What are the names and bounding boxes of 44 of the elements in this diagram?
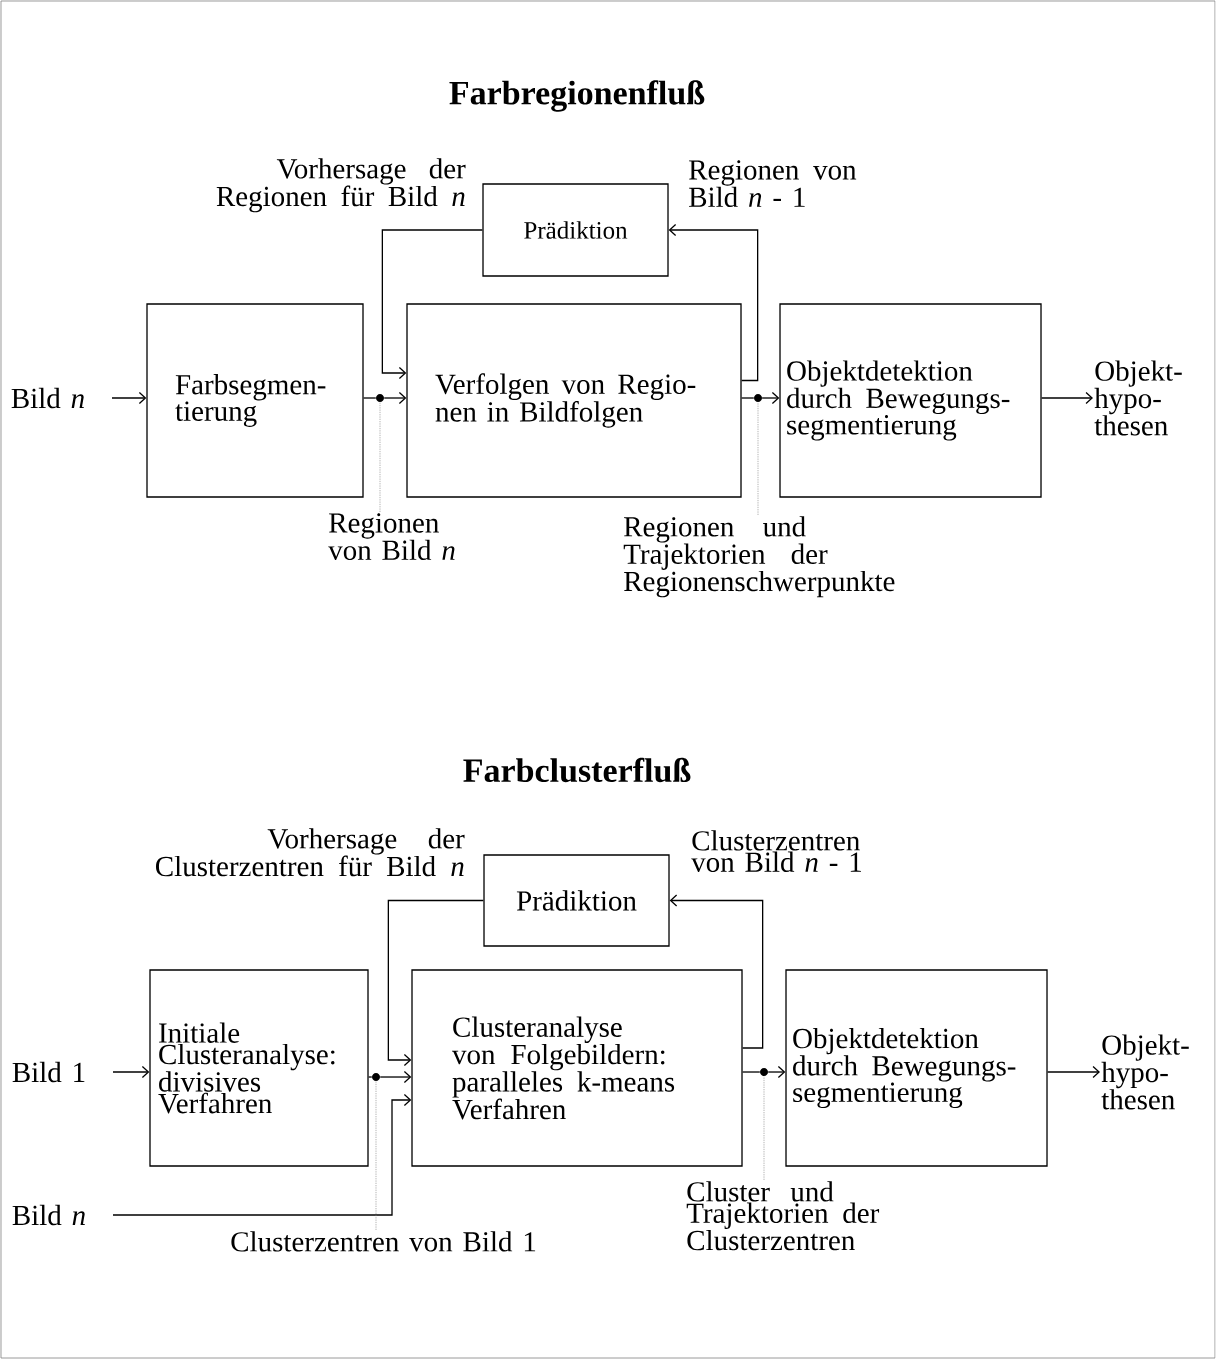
leader-line — [379, 401, 381, 513]
edge-label: Vorhersage der Regionen für Bild n — [216, 158, 466, 213]
process-box: Verfolgen von Regio- nen in Bildfolgen — [406, 303, 742, 498]
leader-line — [757, 401, 759, 516]
process-box: Objektdetektion durch Bewegungs- segmentierung — [779, 303, 1042, 498]
arrow — [1047, 1065, 1100, 1079]
connector-line — [363, 397, 377, 399]
process-box: Clusteranalyse von Folgebildern: paralleles k-means Verfahren — [411, 969, 743, 1167]
connector-line — [368, 1076, 373, 1078]
arrow — [111, 391, 147, 405]
leader-line — [375, 1080, 377, 1231]
arrow — [381, 229, 483, 380]
annotation-text: Cluster und Trajektorien der Clusterzentren — [686, 1181, 880, 1251]
process-box: Prädiktion — [482, 183, 669, 277]
output-label: Objekt- hypo- thesen — [1094, 360, 1182, 436]
connector-line — [741, 397, 755, 399]
heading: Farbclusterfluß — [463, 757, 691, 783]
arrow — [1041, 391, 1093, 405]
arrow — [112, 1093, 412, 1216]
arrow — [761, 391, 780, 405]
heading: Farbregionenfluß — [449, 80, 705, 112]
edge-label: Regionen von Bild n - 1 — [689, 160, 857, 208]
process-box: Initiale Clusteranalyse: divisives Verfahren — [149, 969, 369, 1167]
arrow — [669, 894, 764, 1049]
arrow — [668, 223, 759, 382]
input-label: Bild 1 — [12, 1061, 85, 1083]
input-label: Bild n — [12, 1204, 85, 1226]
annotation-text: Regionen und Trajektorien der Regionenschwerpunkte — [623, 516, 895, 598]
arrow — [387, 899, 484, 1067]
annotation-text: Regionen von Bild n — [328, 513, 455, 561]
leader-line — [763, 1075, 765, 1181]
process-box: Prädiktion — [483, 854, 670, 947]
edge-label: Vorhersage der Clusterzentren für Bild n — [156, 828, 465, 877]
connector-line — [742, 1071, 761, 1073]
arrow — [112, 1065, 150, 1079]
edge-label: Clusterzentren von Bild n - 1 — [691, 830, 861, 872]
arrow — [767, 1065, 786, 1079]
output-label: Objekt- hypo- thesen — [1101, 1034, 1189, 1110]
arrow — [383, 391, 407, 405]
annotation-text: Clusterzentren von Bild 1 — [231, 1231, 536, 1252]
arrow — [379, 1070, 412, 1084]
input-label: Bild n — [11, 387, 84, 409]
process-box: Objektdetektion durch Bewegungs- segmentierung — [785, 969, 1048, 1167]
process-box: Farbsegmen- tierung — [146, 303, 364, 498]
